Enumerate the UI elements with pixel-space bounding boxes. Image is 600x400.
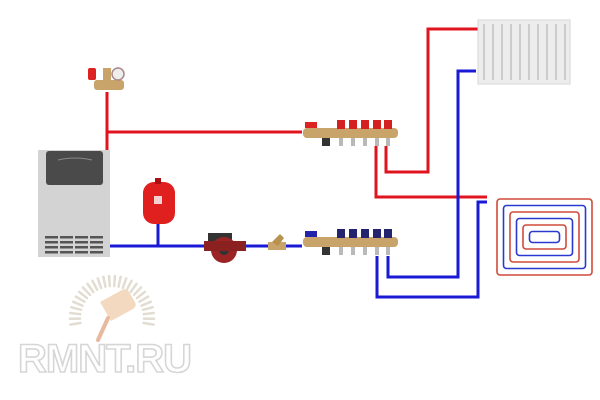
floor-loop-pipe	[515, 217, 574, 257]
supply-pipe-radiator	[384, 27, 478, 174]
watermark-ray	[71, 300, 84, 307]
manifold-outlet	[339, 247, 343, 255]
watermark-ray	[96, 277, 103, 290]
watermark-ray	[117, 275, 122, 288]
boiler-grille-slot	[75, 251, 88, 254]
boiler-grille-slot	[60, 246, 73, 249]
manifold-valve-cap	[337, 120, 345, 129]
manifold-valve-cap	[349, 229, 357, 238]
radiator	[477, 19, 571, 85]
boiler	[38, 150, 110, 257]
watermark-ray	[125, 279, 133, 291]
pipes	[105, 27, 487, 299]
watermark-ray	[141, 306, 154, 312]
boiler-grille-slot	[60, 241, 73, 244]
return-pipe-floor	[375, 200, 487, 299]
floor-loop-pipe	[502, 204, 587, 270]
manifold-valve-cap	[384, 120, 392, 129]
watermark-ray	[121, 277, 128, 290]
boiler-grille-slot	[45, 246, 58, 249]
return-pipe-radiator	[386, 69, 476, 279]
watermark-ray	[112, 274, 117, 288]
manifold-outlet	[339, 138, 343, 146]
manifold-valve-cap	[373, 120, 381, 129]
boiler-grille-slot	[45, 251, 58, 254]
boiler-grille-slot	[90, 251, 103, 254]
boiler-grille-slot	[90, 241, 103, 244]
manifold-outlet	[351, 247, 355, 255]
boiler-grille-slot	[45, 236, 58, 239]
manifold-outlet	[375, 138, 379, 146]
manifold-valve-cap	[337, 229, 345, 238]
supply-manifold	[303, 120, 398, 146]
manifold-valve-cap	[361, 229, 369, 238]
floor-loop-pipe	[528, 230, 561, 244]
watermark-ray	[102, 275, 107, 288]
supply-pipe-main	[105, 92, 302, 150]
pressure-gauge-icon	[111, 67, 125, 81]
watermark-ray	[70, 306, 83, 312]
watermark-ray	[135, 290, 147, 300]
supply-pipe-floor	[374, 146, 487, 199]
manifold-valve-cap	[373, 229, 381, 238]
watermark-ray	[142, 321, 155, 326]
watermark-text: RMNT.RU	[18, 337, 191, 381]
watermark-ray	[86, 282, 95, 294]
manifold-valve-cap	[384, 229, 392, 238]
watermark-ray	[132, 286, 143, 297]
manifold-outlet	[363, 138, 367, 146]
floor-loop-pipe	[522, 224, 567, 250]
manifold-outlet	[363, 247, 367, 255]
strainer	[268, 234, 286, 250]
expansion-tank	[143, 178, 175, 224]
watermark-ray	[77, 290, 89, 300]
watermark-ray	[138, 295, 150, 303]
manifold-valve-cap	[349, 120, 357, 129]
boiler-grille-slot	[75, 246, 88, 249]
manifold-outlet	[375, 247, 379, 255]
watermark-ray	[69, 311, 82, 316]
watermark-ray	[107, 274, 112, 288]
safety-group	[88, 67, 125, 90]
manifold-outlet	[386, 247, 390, 255]
underfloor-heating-loop	[496, 198, 593, 276]
watermark-ray	[142, 311, 155, 316]
boiler-grille-slot	[75, 236, 88, 239]
manifold-outlet	[386, 138, 390, 146]
boiler-grille-slot	[90, 236, 103, 239]
boiler-grille-slot	[75, 241, 88, 244]
manifold-outlet	[351, 138, 355, 146]
watermark-logo: RMNT.RU	[17, 274, 193, 382]
boiler-grille-slot	[90, 246, 103, 249]
boiler-grille-slot	[60, 236, 73, 239]
watermark-ray	[81, 286, 92, 297]
watermark-ray	[129, 282, 138, 294]
watermark-ray	[140, 300, 153, 307]
floor-loop-pipe	[496, 198, 593, 276]
watermark-ray	[69, 321, 82, 326]
floor-loop-pipe	[509, 211, 580, 263]
watermark-ray	[91, 279, 99, 291]
circulation-pump	[204, 233, 246, 263]
boiler-grille-slot	[45, 241, 58, 244]
boiler-grille-slot	[60, 251, 73, 254]
watermark-ray	[74, 295, 86, 303]
return-manifold	[303, 229, 398, 255]
manifold-valve-cap	[361, 120, 369, 129]
